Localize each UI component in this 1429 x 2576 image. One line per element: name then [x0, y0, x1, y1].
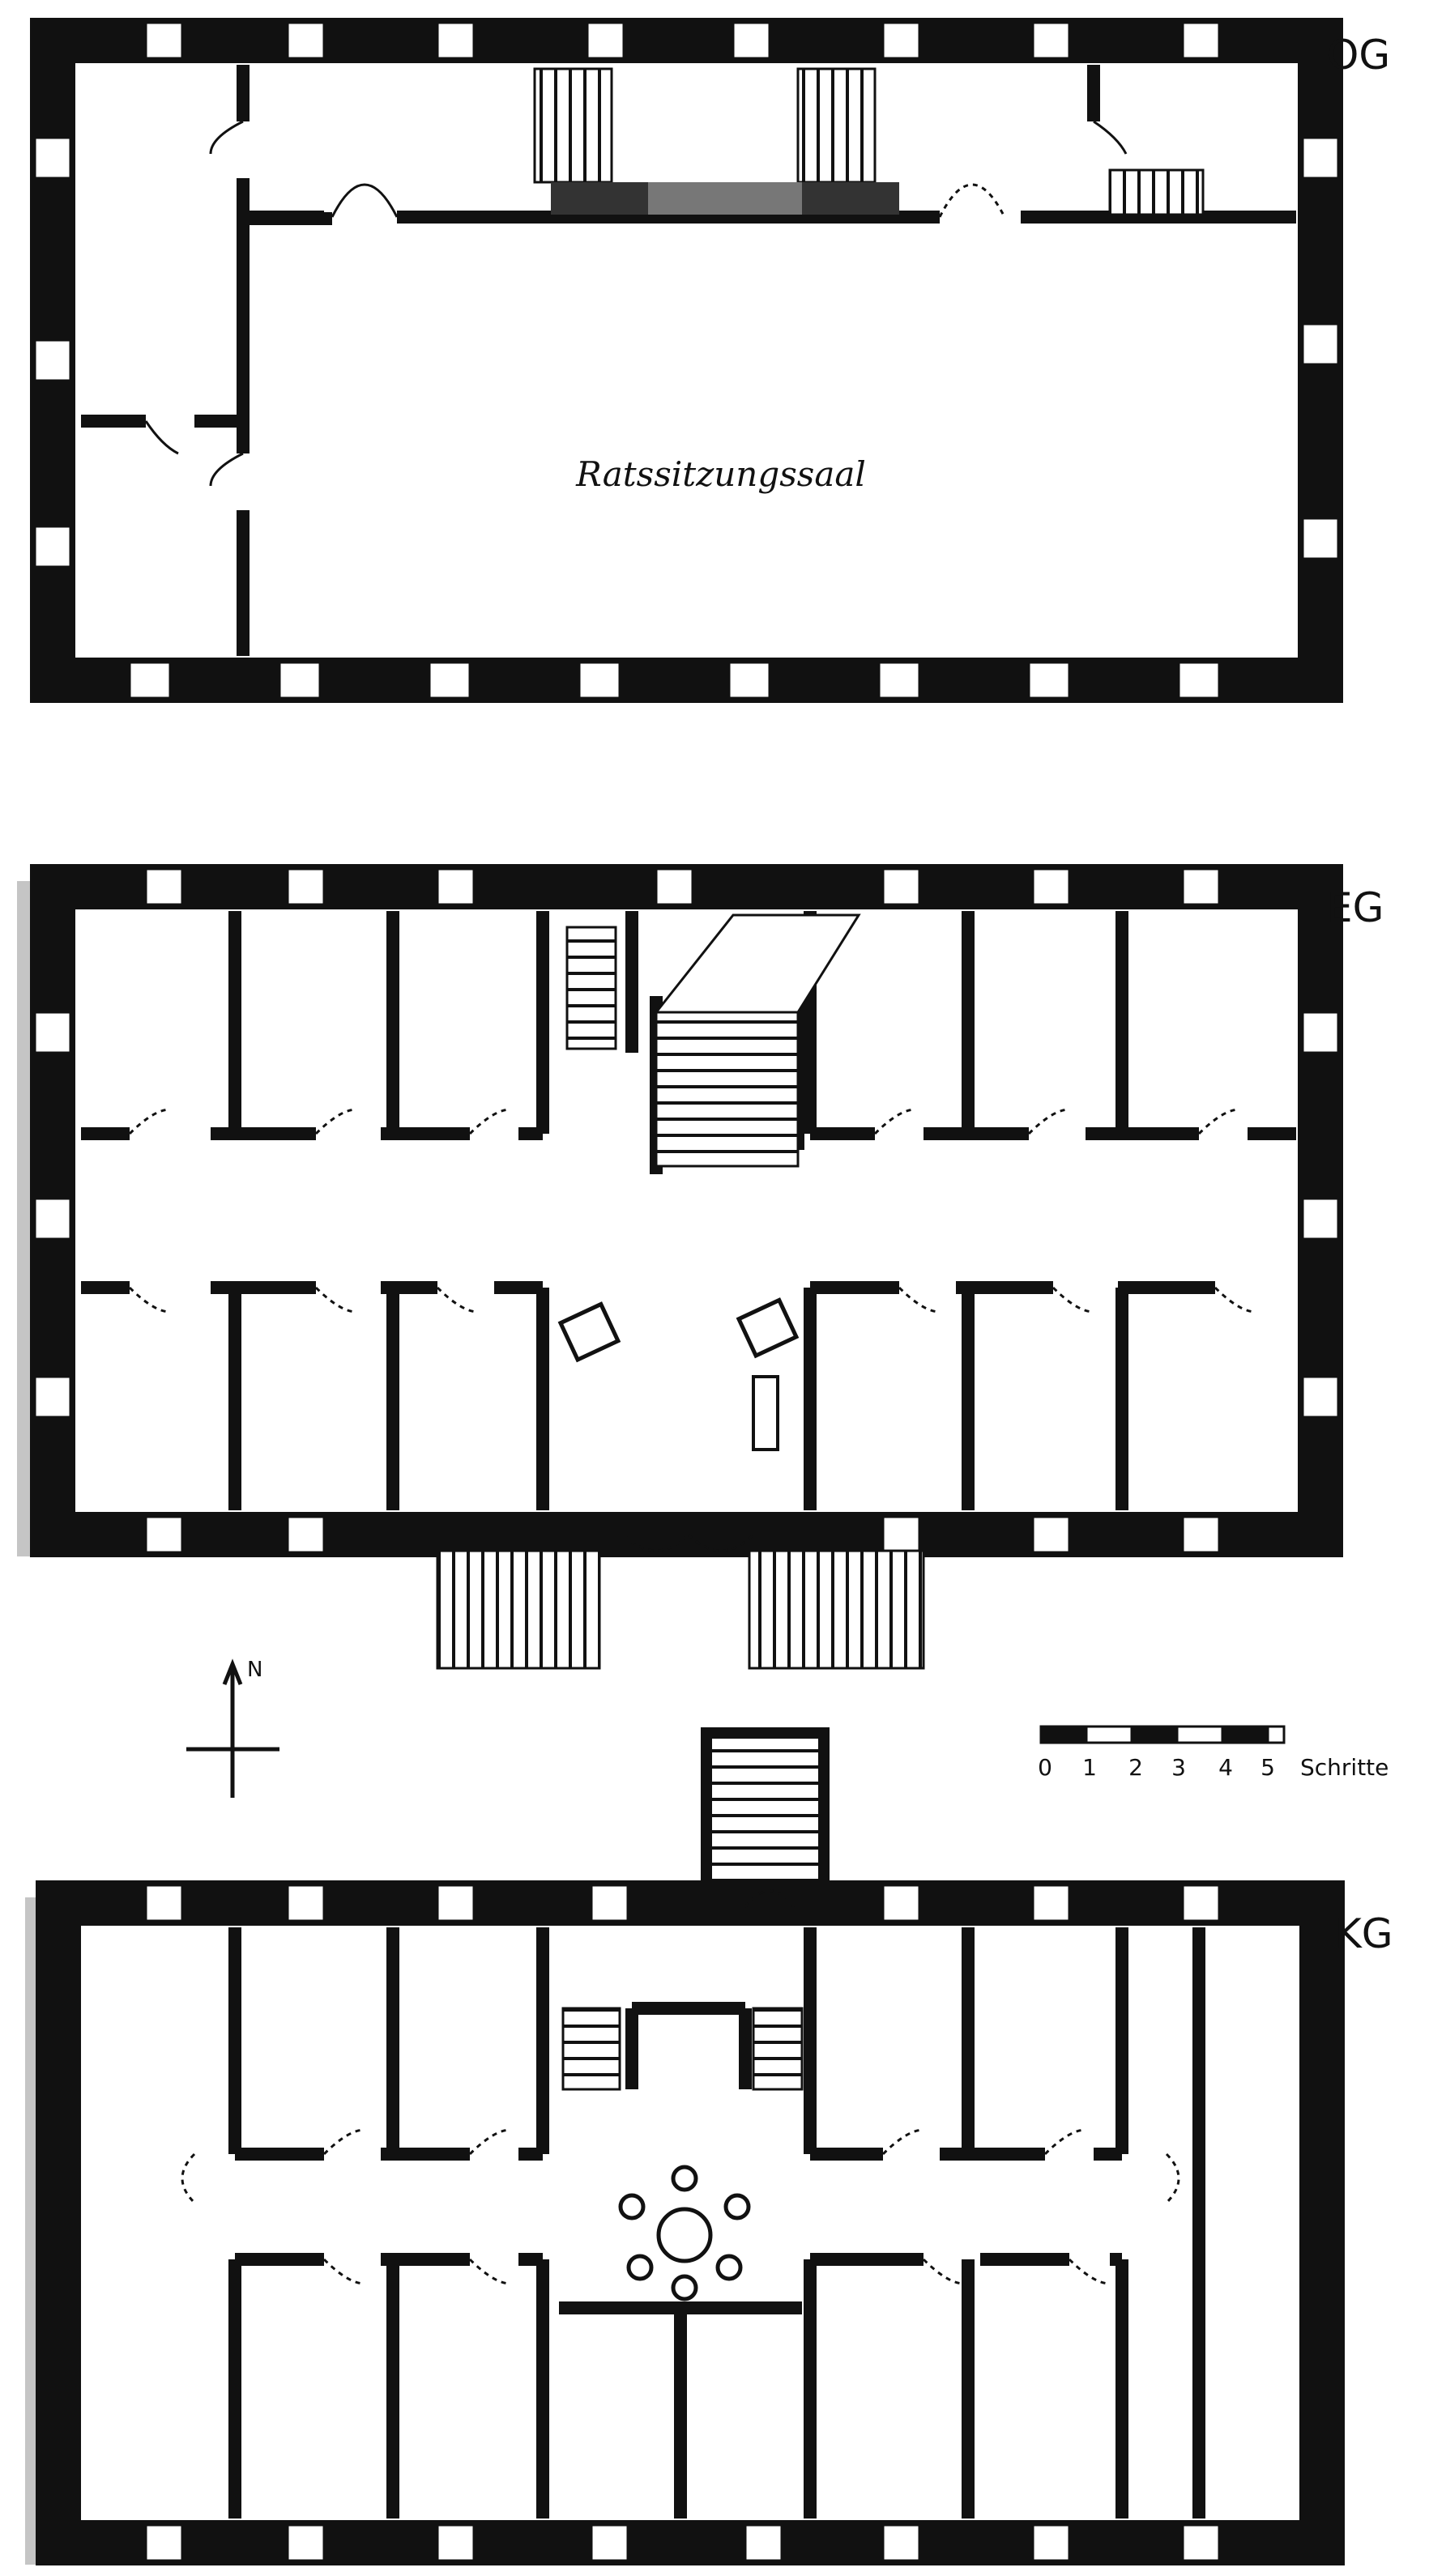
- scale-bar: 0 1 2 3 4 5 Schritte: [1038, 1725, 1388, 1781]
- round-table: [618, 2165, 751, 2301]
- eg-floor-label: EG: [1327, 884, 1384, 931]
- kg-outer-wall: [36, 1880, 1345, 2565]
- kg-floor-label: KG: [1335, 1910, 1393, 1957]
- scale-tick-0: 0: [1038, 1754, 1052, 1781]
- og-room-label: Ratssitzungssaal: [575, 454, 866, 494]
- scale-tick-5: 5: [1261, 1754, 1275, 1781]
- compass-label: N: [247, 1658, 262, 1682]
- scale-tick-1: 1: [1082, 1754, 1097, 1781]
- floor-kg: KG: [25, 1727, 1393, 2565]
- scale-unit-label: Schritte: [1300, 1754, 1388, 1781]
- compass-icon: [186, 1658, 279, 1798]
- scale-tick-3: 3: [1171, 1754, 1186, 1781]
- og-floor-label: OG: [1327, 32, 1390, 79]
- floor-og: Ratssitzungssaal OG: [30, 18, 1390, 703]
- floor-eg: EG: [17, 864, 1384, 1670]
- scale-tick-4: 4: [1218, 1754, 1233, 1781]
- scale-tick-2: 2: [1128, 1754, 1143, 1781]
